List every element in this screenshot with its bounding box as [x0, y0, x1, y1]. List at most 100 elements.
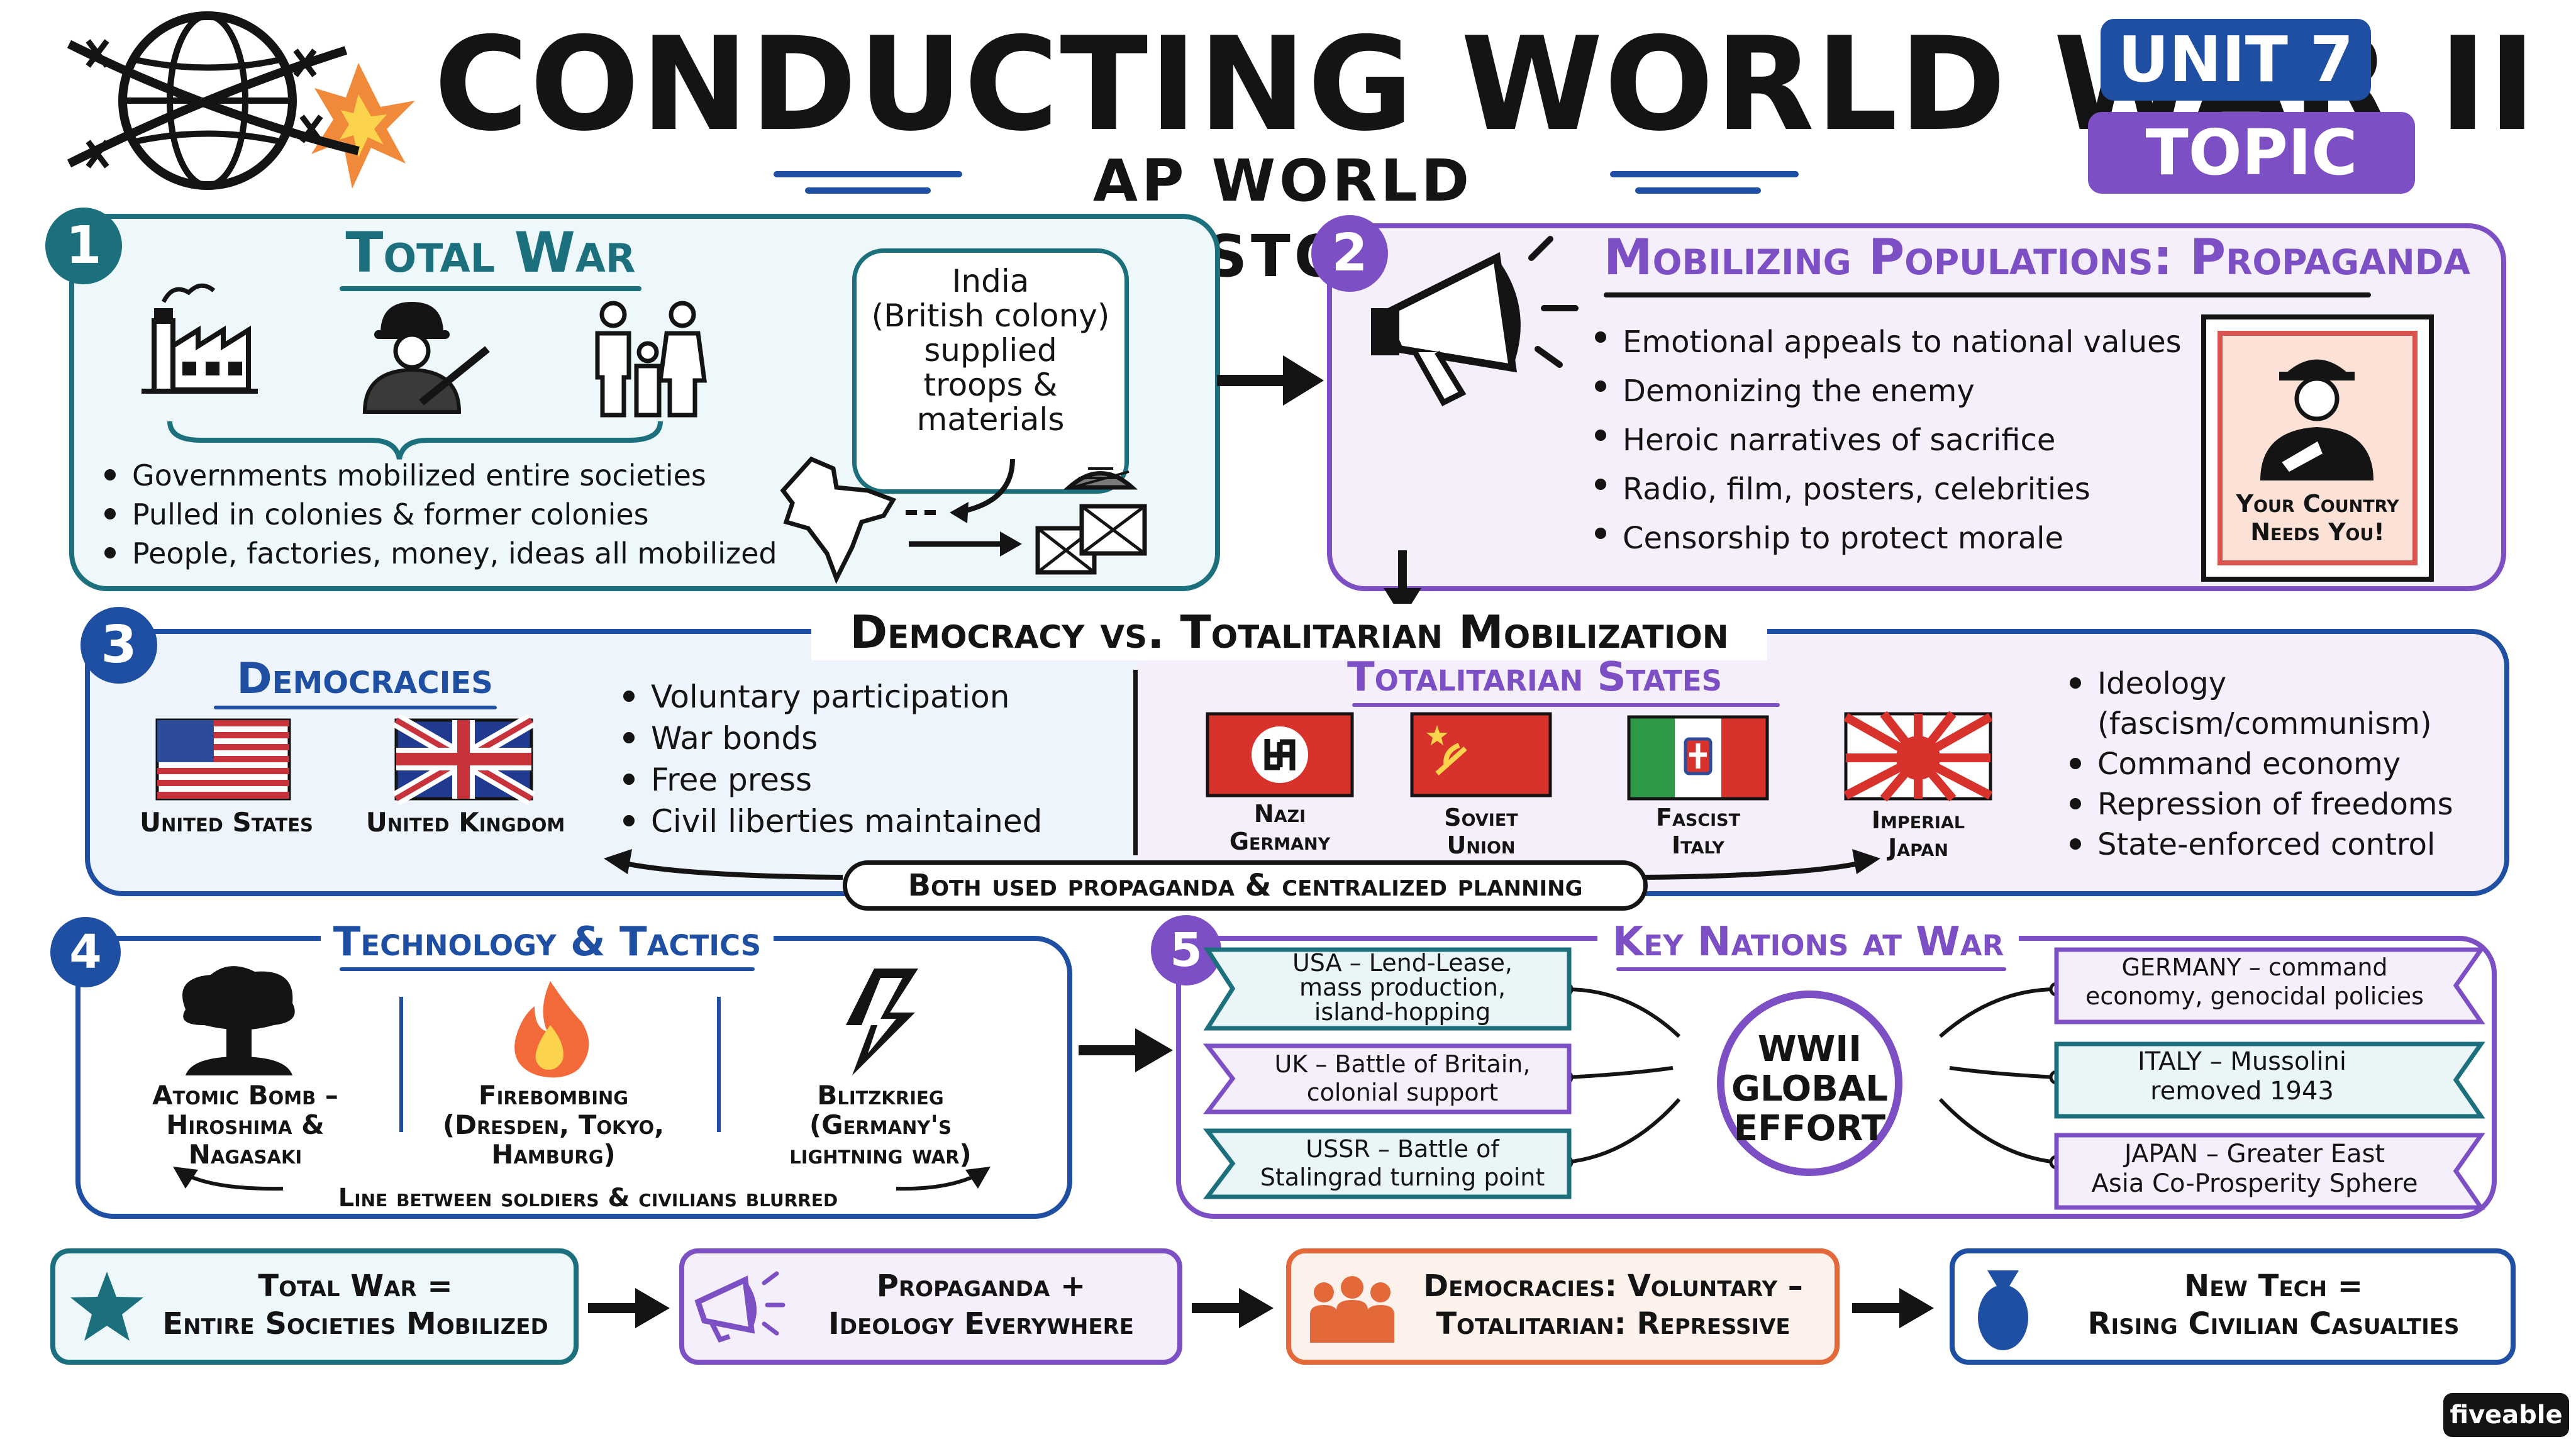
label-line: Nazi [1253, 800, 1306, 828]
page-title: CONDUCTING WORLD WAR II [434, 10, 2538, 160]
label-line: Imperial [1871, 806, 1965, 834]
bullet-continuation: (fascism/communism) [2097, 706, 2432, 741]
bullet: Radio, film, posters, celebrities [1591, 465, 2182, 514]
ribbon-line: removed 1943 [2150, 1077, 2334, 1106]
subtitle-line-right [1610, 171, 1799, 177]
bullet: Ideology [2066, 663, 2453, 704]
india-line: troops & [923, 367, 1058, 403]
arrow-1-to-2 [1217, 355, 1324, 406]
poster-line: Needs You! [2250, 518, 2385, 546]
ribbon-italy [2054, 1041, 2485, 1119]
ribbon-line: economy, genocidal policies [2085, 982, 2424, 1010]
summary-card-4 [1950, 1248, 2516, 1365]
india-callout: India (British colony) supplied troops &… [852, 248, 1129, 494]
totalitarian-title: Totalitarian States [1346, 654, 1723, 701]
india-line: supplied [924, 332, 1057, 369]
caption-line: (Dresden, Tokyo, [442, 1109, 665, 1140]
center-line: GLOBAL [1731, 1069, 1888, 1109]
section-5-title: Key Nations at War [1612, 919, 2004, 965]
ribbon-line: UK – Battle of Britain, [1274, 1050, 1531, 1078]
fascist-italy-label: Fascist Italy [1616, 804, 1780, 859]
india-line: materials [916, 401, 1065, 438]
label-line: Germany [1229, 828, 1331, 855]
bullet: Voluntary participation [619, 676, 1042, 718]
summary-line: Ideology Everywhere [828, 1306, 1134, 1341]
section-3-heading-bg [811, 604, 1767, 660]
ribbon-usa-text: USA – Lend-Lease, mass production, islan… [1239, 951, 1566, 1024]
section-2-title: Mobilizing Populations: Propaganda [1604, 230, 2470, 286]
bomb-icon [1978, 1270, 2028, 1350]
us-label: United States [140, 807, 313, 838]
megaphone-icon [1371, 236, 1579, 406]
section-4-heading-bg [321, 918, 774, 969]
summary-text-1: Total War = Entire Societies Mobilized [145, 1267, 566, 1343]
bullet: Civil liberties maintained [619, 801, 1042, 842]
poster-line: Your Country [2236, 490, 2399, 518]
unit-badge: UNIT 7 [2101, 19, 2371, 101]
imperial-japan-label: Imperial Japan [1836, 806, 2000, 862]
section-5-heading-bg [1597, 918, 2019, 969]
page-subtitle: AP WORLD HISTORY [1092, 147, 1474, 290]
democracies-underline [214, 706, 497, 709]
ribbon-italy-text: ITALY – Mussolini removed 1943 [2066, 1047, 2418, 1106]
bullet: Demonizing the enemy [1591, 367, 2182, 416]
caption-line: Hiroshima & [166, 1109, 325, 1140]
both-arrows [604, 849, 1880, 880]
ribbon-line: mass production, [1299, 974, 1506, 1001]
mushroom-cloud-icon [182, 966, 295, 1075]
section-2-title-underline [1604, 292, 2371, 297]
japan-flag [1843, 711, 1993, 802]
megaphone-icon [694, 1271, 786, 1343]
summary-text-2: Propaganda + Ideology Everywhere [786, 1267, 1176, 1343]
bullet: Pulled in colonies & former colonies [101, 495, 777, 534]
ribbon-line: Stalingrad turning point [1260, 1163, 1545, 1191]
caption-line: Atomic Bomb – [152, 1080, 338, 1111]
caption-line: Firebombing [478, 1080, 629, 1111]
section-4-title-underline [340, 967, 755, 971]
democracy-bullets: Voluntary participation War bonds Free p… [619, 676, 1042, 842]
ribbon-line: colonial support [1306, 1079, 1499, 1106]
label-line: Italy [1672, 831, 1724, 859]
summary-arrow-1 [588, 1288, 670, 1328]
nazi-germany-label: Nazi Germany [1198, 800, 1362, 855]
caption-line: Blitzkrieg [817, 1080, 944, 1111]
ribbon-line: Asia Co-Prosperity Sphere [2091, 1169, 2418, 1198]
section-1-bullets: Governments mobilized entire societies P… [101, 456, 777, 573]
section-2-number: 2 [1311, 215, 1388, 292]
caption-line: Hamburg) [491, 1139, 616, 1170]
summary-arrow-3 [1852, 1288, 1934, 1328]
center-line: WWII [1757, 1029, 1862, 1070]
label-line: Japan [1888, 834, 1948, 862]
summary-line: Democracies: Voluntary – [1423, 1269, 1803, 1304]
fire-icon [514, 981, 589, 1078]
fiveable-logo: fiveable [2443, 1393, 2569, 1437]
india-map-icon [780, 456, 897, 584]
nazi-germany-flag [1206, 712, 1354, 797]
ribbon-uk-text: UK – Battle of Britain, colonial support [1239, 1050, 1566, 1107]
supply-arrows-icon [906, 458, 1147, 575]
summary-line: New Tech = [2184, 1269, 2363, 1304]
subtitle-line-left [774, 171, 962, 177]
caption-line: lightning war) [789, 1139, 972, 1170]
ribbon-line: GERMANY – command [2121, 953, 2388, 981]
factory-icon [142, 283, 258, 394]
soviet-union-label: Soviet Union [1399, 804, 1563, 859]
bullet: State-enforced control [2066, 824, 2453, 865]
subtitle-line-right-2 [1635, 187, 1761, 194]
section-3-number: 3 [80, 607, 157, 684]
india-line: India [952, 263, 1030, 299]
ribbon-line: island-hopping [1314, 998, 1491, 1026]
arrow-4-to-5 [1079, 1028, 1173, 1072]
totalitarian-bullets: Ideology (fascism/communism) Command eco… [2066, 663, 2453, 865]
section-4-divider [717, 997, 721, 1132]
us-flag [155, 718, 291, 801]
arrow-2-to-3 [1384, 550, 1421, 618]
star-icon [70, 1272, 143, 1341]
bullet: Censorship to protect morale [1591, 514, 2182, 563]
lightning-icon [846, 969, 918, 1075]
bullet: People, factories, money, ideas all mobi… [101, 534, 777, 573]
summary-line: Total War = [258, 1269, 453, 1304]
ribbon-germany [2054, 947, 2485, 1024]
section-4-title: Technology & Tactics [333, 919, 762, 965]
ribbon-japan-text: JAPAN – Greater East Asia Co-Prosperity … [2066, 1140, 2443, 1199]
